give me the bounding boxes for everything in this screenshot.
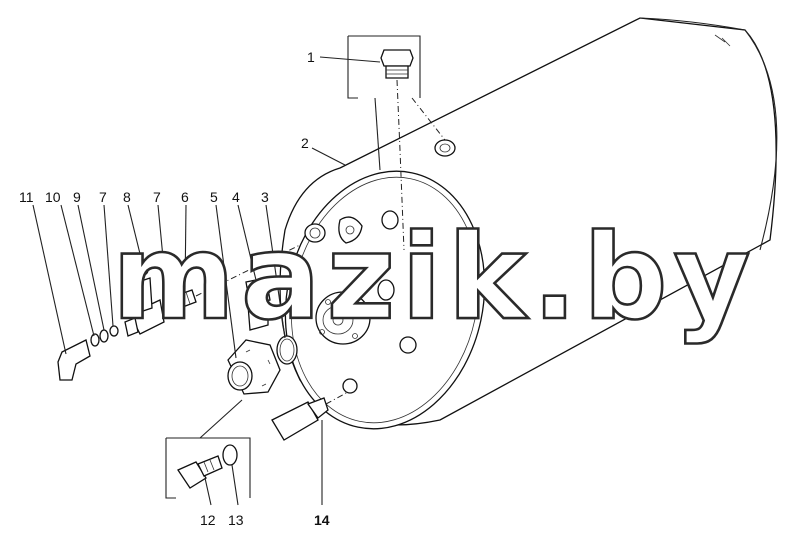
callout-13: 13: [228, 512, 244, 528]
callout-9: 9: [73, 189, 81, 205]
callout-7-right: 7: [153, 189, 161, 205]
callout-4: 4: [232, 189, 240, 205]
callout-3: 3: [261, 189, 269, 205]
callout-14: 14: [314, 512, 330, 528]
tank-fittings: [304, 210, 417, 394]
callout-1: 1: [307, 49, 315, 65]
callout-8: 8: [123, 189, 131, 205]
plug-part-1: [347, 35, 456, 251]
watermark-text: mazik.by: [112, 208, 756, 346]
callout-10: 10: [45, 189, 61, 205]
callout-12: 12: [200, 512, 216, 528]
callout-labels: 1 2 3 4 5 6 7 7 8 9 10 11 12 13 14: [19, 49, 330, 528]
valve-assembly: [57, 244, 349, 499]
callout-5: 5: [210, 189, 218, 205]
leader-lines: [32, 56, 381, 506]
callout-7-left: 7: [99, 189, 107, 205]
callout-11: 11: [19, 189, 34, 205]
callout-2: 2: [301, 135, 309, 151]
callout-6: 6: [181, 189, 189, 205]
